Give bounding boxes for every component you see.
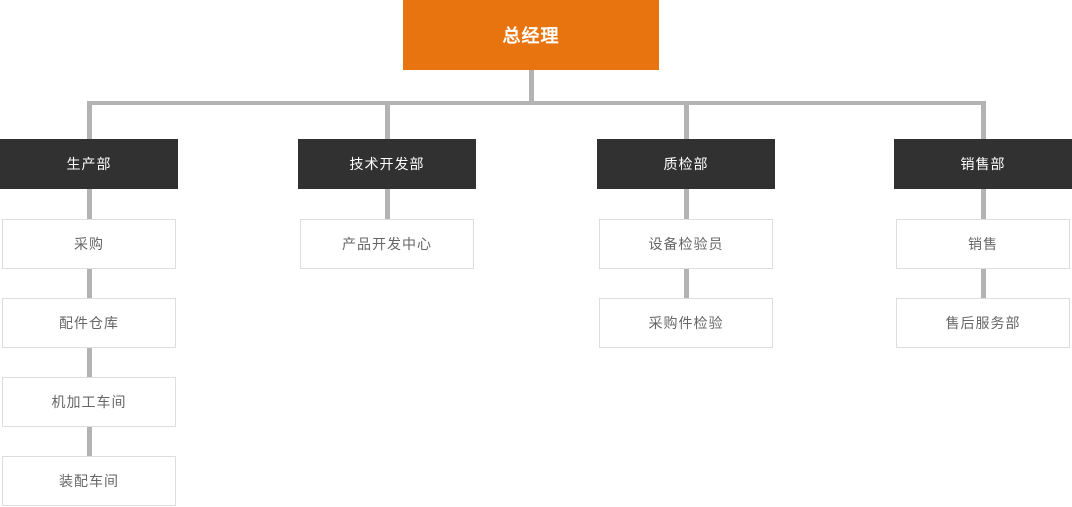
org-node-equipment-inspector: 设备检验员 xyxy=(599,219,773,269)
connector-c3-1 xyxy=(684,189,689,219)
connector-c1-4 xyxy=(87,427,92,456)
org-node-after-sales-service: 售后服务部 xyxy=(896,298,1070,348)
connector-dept-2 xyxy=(385,105,390,139)
connector-c2-1 xyxy=(385,189,390,219)
org-node-root: 总经理 xyxy=(403,0,659,70)
org-node-dept-sales: 销售部 xyxy=(894,139,1072,189)
connector-dept-1 xyxy=(87,105,92,139)
org-node-dept-production: 生产部 xyxy=(0,139,178,189)
org-node-parts-warehouse: 配件仓库 xyxy=(2,298,176,348)
connector-c4-2 xyxy=(981,269,986,298)
org-node-assembly-workshop: 装配车间 xyxy=(2,456,176,506)
org-node-dept-tech-development: 技术开发部 xyxy=(298,139,476,189)
org-node-purchased-parts-inspection: 采购件检验 xyxy=(599,298,773,348)
org-node-purchasing: 采购 xyxy=(2,219,176,269)
connector-c4-1 xyxy=(981,189,986,219)
org-node-product-dev-center: 产品开发中心 xyxy=(300,219,474,269)
connector-c1-3 xyxy=(87,348,92,377)
connector-dept-3 xyxy=(684,105,689,139)
connector-dept-4 xyxy=(981,105,986,139)
org-node-sales: 销售 xyxy=(896,219,1070,269)
org-node-machining-workshop: 机加工车间 xyxy=(2,377,176,427)
connector-root-vertical xyxy=(529,70,534,101)
connector-c1-1 xyxy=(87,189,92,219)
org-node-dept-quality-inspection: 质检部 xyxy=(597,139,775,189)
connector-c1-2 xyxy=(87,269,92,298)
connector-c3-2 xyxy=(684,269,689,298)
connector-horizontal-rail xyxy=(87,101,986,105)
